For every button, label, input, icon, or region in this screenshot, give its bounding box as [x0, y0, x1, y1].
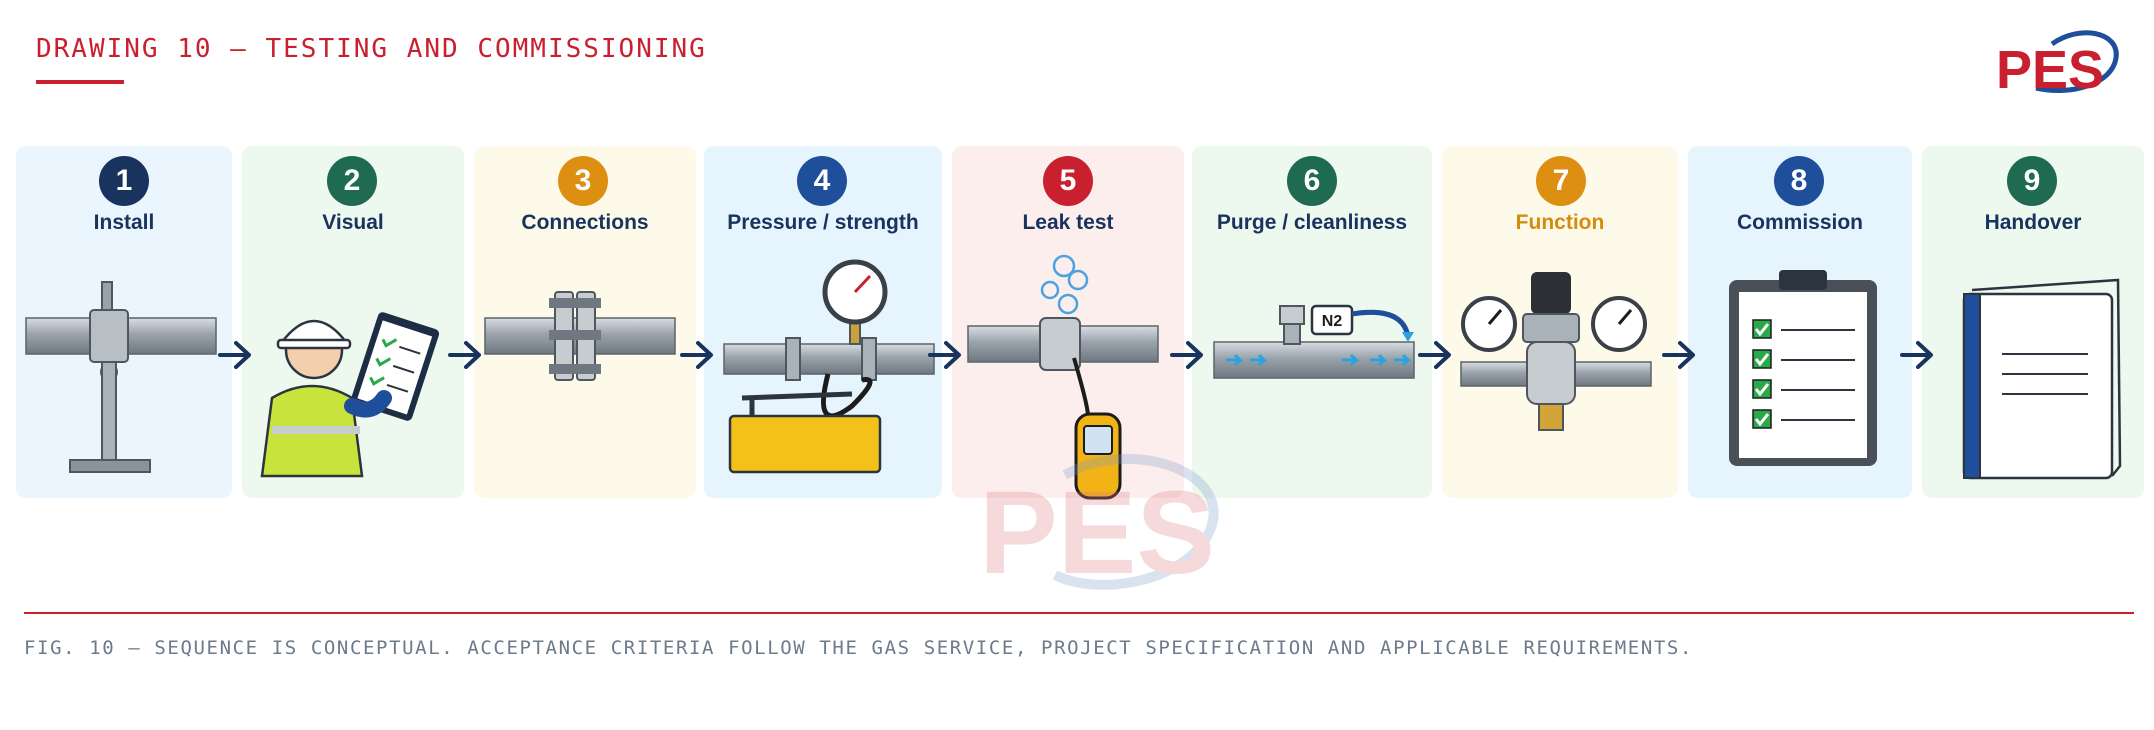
step-label-5: Leak test: [1022, 211, 1114, 234]
step-label-7: Function: [1515, 211, 1605, 234]
step-label-6: Purge / cleanliness: [1216, 211, 1408, 234]
checklist-clipboard-icon: [1729, 270, 1877, 466]
step-number-1: 1: [99, 156, 149, 206]
pipe-support-icon: [25, 281, 217, 473]
flow-arrow-3: [680, 341, 713, 369]
step-label-8: Commission: [1736, 211, 1864, 234]
handover-manual-icon: [1962, 278, 2122, 480]
footer-note: FIG. 10 – SEQUENCE IS CONCEPTUAL. ACCEPT…: [24, 637, 1693, 659]
flow-arrow-4: [928, 341, 961, 369]
flow-arrow-6: [1418, 341, 1451, 369]
flow-arrow-7: [1662, 341, 1695, 369]
step-label-3: Connections: [521, 211, 649, 234]
step-number-8: 8: [1774, 156, 1824, 206]
flow-arrow-1: [218, 341, 251, 369]
logo-text: PES: [1996, 40, 2104, 100]
step-number-5: 5: [1043, 156, 1093, 206]
flow-arrow-8: [1900, 341, 1933, 369]
nitrogen-purge-icon: N2: [1213, 304, 1415, 379]
step-number-4: 4: [797, 156, 847, 206]
watermark-text: PES: [979, 467, 1215, 599]
pes-logo: PES: [1996, 30, 2119, 100]
regulator-gauges-icon: [1460, 272, 1652, 431]
step-number-6: 6: [1287, 156, 1337, 206]
purge-gas-label: N2: [1322, 313, 1343, 330]
flow-arrow-5: [1170, 341, 1203, 369]
step-number-2: 2: [327, 156, 377, 206]
pressure-gauge-pump-icon: [723, 259, 935, 474]
pes-watermark: PES: [979, 454, 1219, 599]
step-label-1: Install: [93, 211, 155, 234]
title-underline: [36, 80, 124, 84]
step-number-3: 3: [558, 156, 608, 206]
drawing-title: DRAWING 10 – TESTING AND COMMISSIONING: [36, 34, 707, 64]
step-label-2: Visual: [322, 211, 384, 234]
footer-divider: [24, 612, 2134, 614]
step-label-9: Handover: [1984, 211, 2082, 234]
step-number-7: 7: [1536, 156, 1586, 206]
bolted-flange-icon: [484, 291, 676, 381]
step-label-4: Pressure / strength: [727, 211, 919, 234]
inspector-clipboard-icon: [260, 312, 440, 478]
step-number-9: 9: [2007, 156, 2057, 206]
leak-detector-icon: [967, 254, 1159, 500]
flow-arrow-2: [448, 341, 481, 369]
